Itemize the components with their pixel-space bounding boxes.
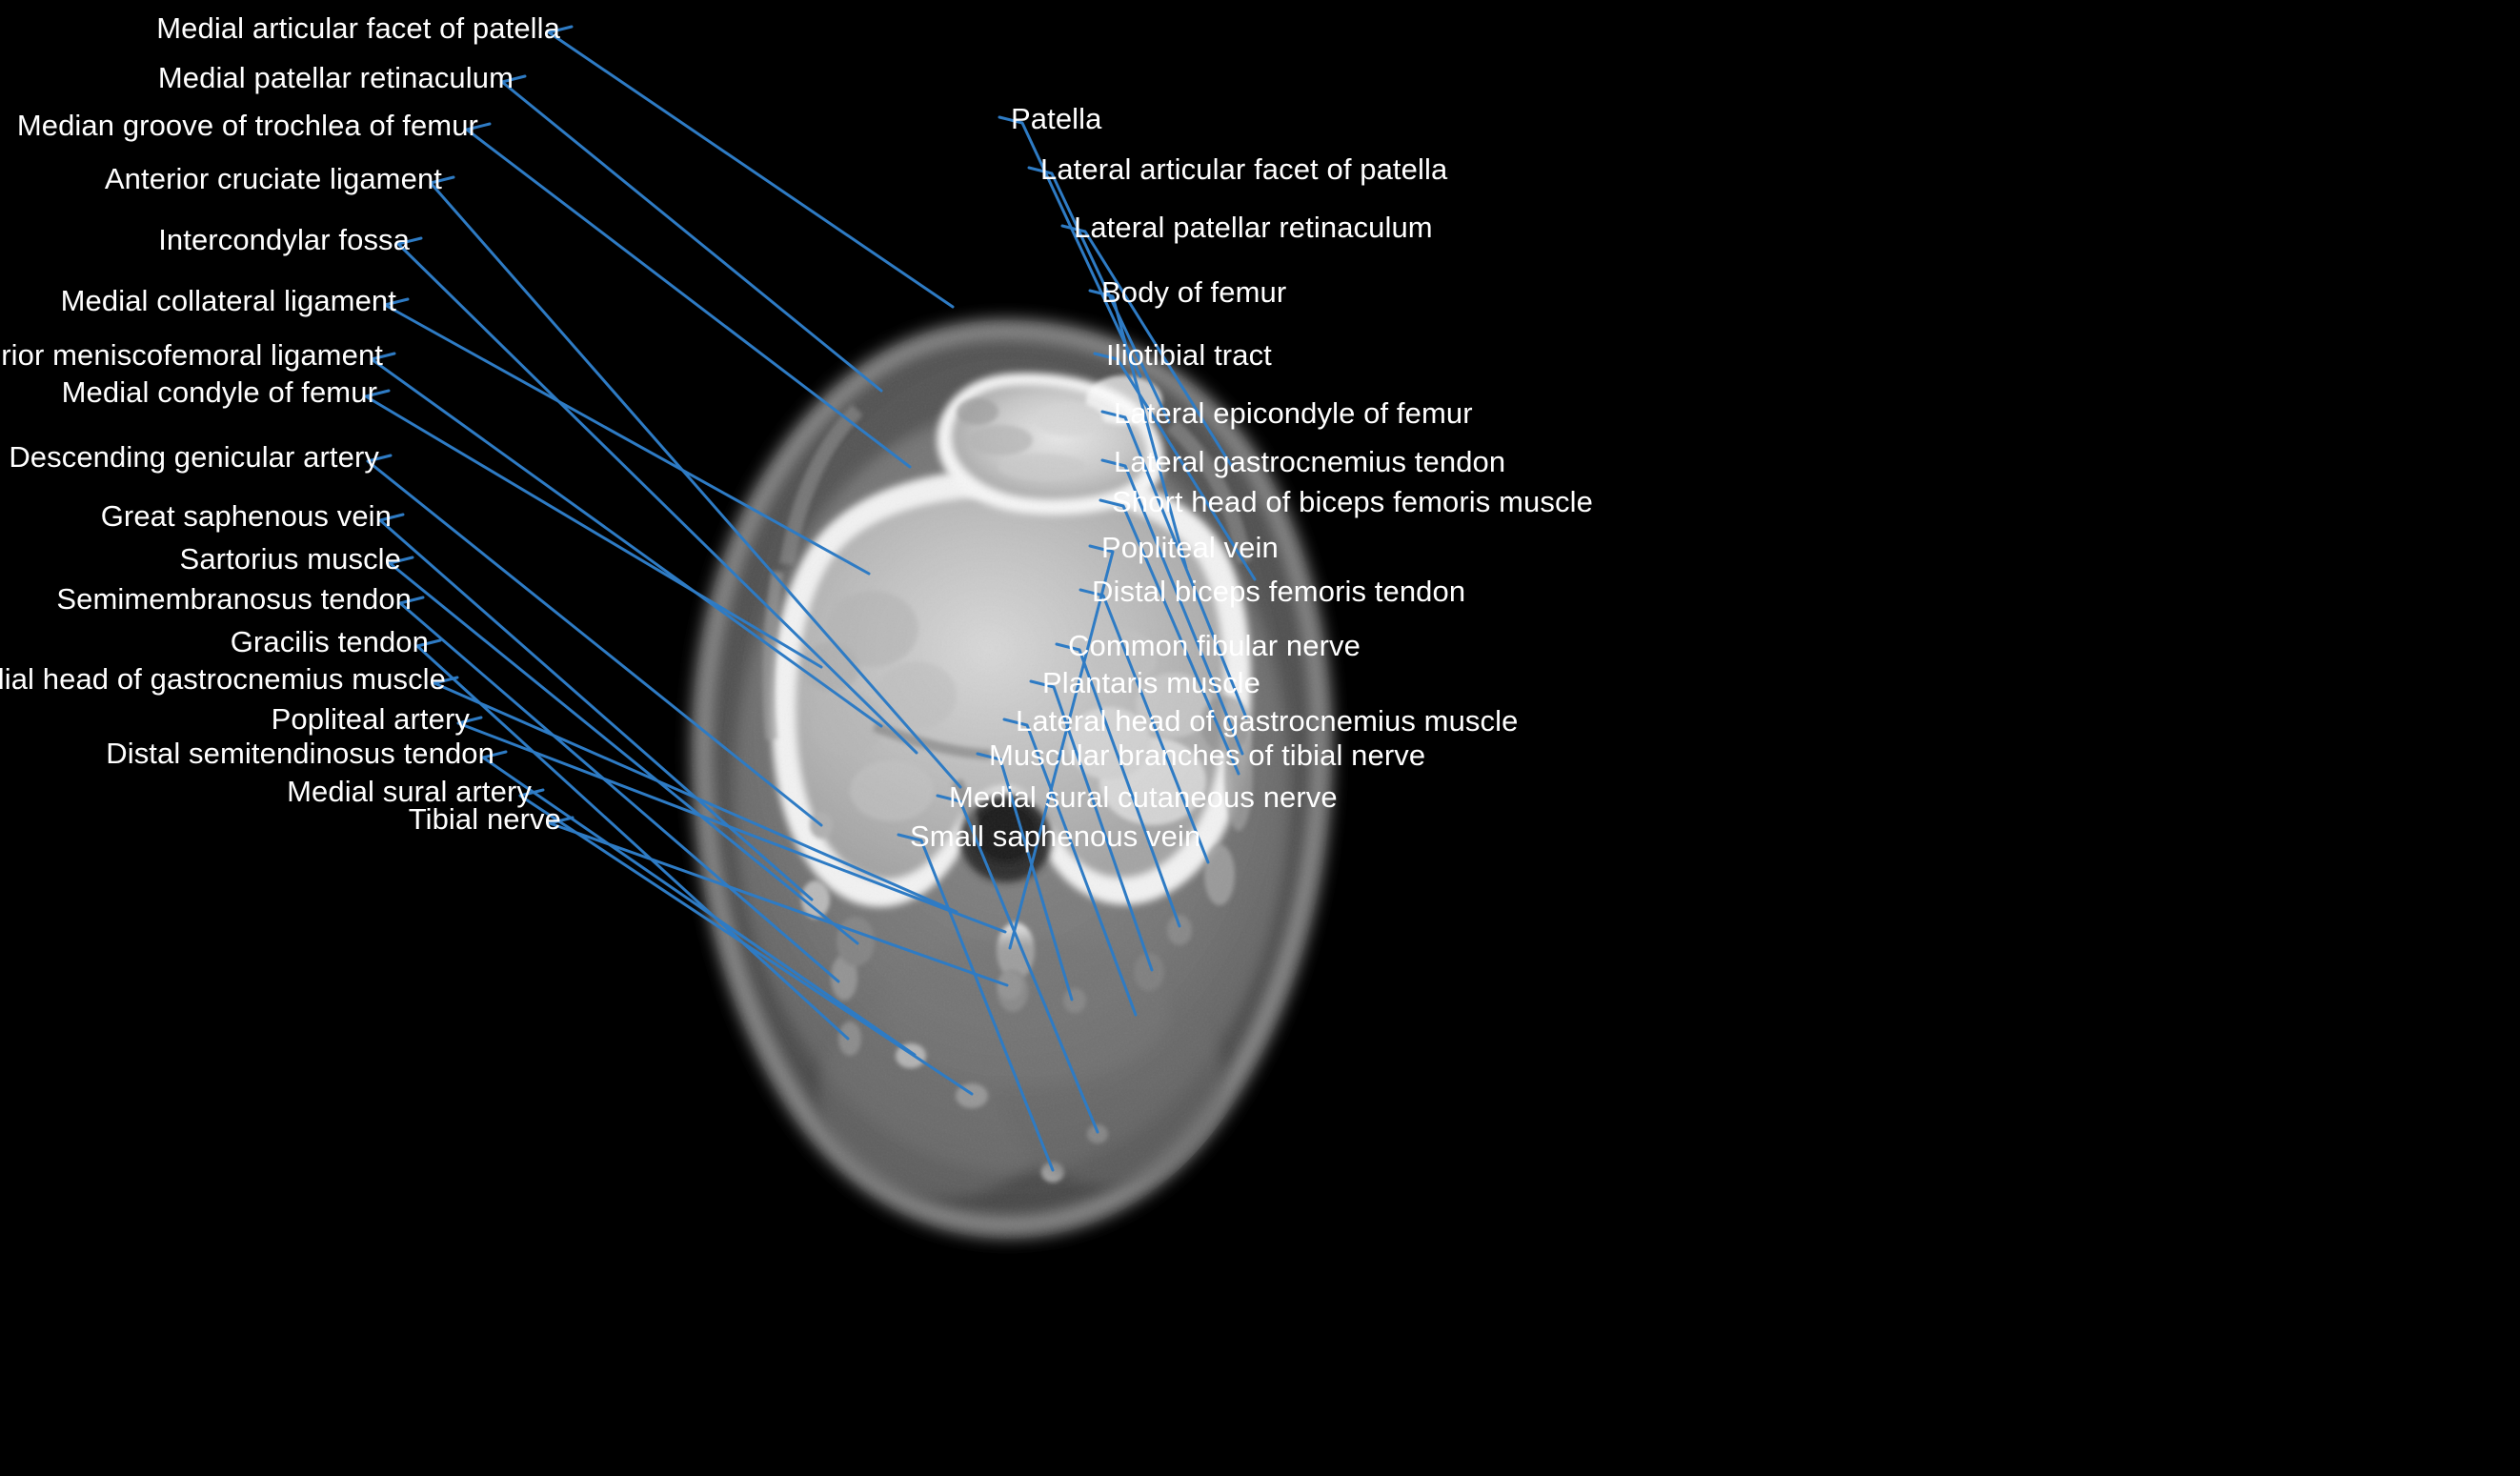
anatomy-label: Medial articular facet of patella	[156, 11, 560, 45]
anatomy-label: Distal semitendinosus tendon	[106, 737, 494, 770]
anatomy-label: Medial sural cutaneous nerve	[949, 780, 1338, 814]
anatomy-label: Body of femur	[1101, 275, 1287, 309]
anatomy-label: Semimembranosus tendon	[56, 582, 412, 616]
anatomy-label: Lateral articular facet of patella	[1040, 152, 1448, 186]
anatomy-label: Medial sural artery	[287, 775, 532, 808]
anatomy-label: Patella	[1011, 102, 1102, 135]
anatomy-label: Medial patellar retinaculum	[157, 61, 514, 94]
anatomy-label: Lateral head of gastrocnemius muscle	[1016, 704, 1519, 738]
anatomy-label: Descending genicular artery	[9, 440, 379, 474]
anatomy-label: Iliotibial tract	[1106, 338, 1272, 372]
anatomy-label: Medial condyle of femur	[61, 375, 377, 409]
anatomy-label: Muscular branches of tibial nerve	[989, 738, 1426, 772]
anatomy-label: Plantaris muscle	[1042, 666, 1261, 699]
anatomy-label: Anterior cruciate ligament	[104, 162, 442, 195]
anatomy-label: Popliteal artery	[271, 702, 470, 736]
anatomy-label: Medial head of gastrocnemius muscle	[0, 662, 446, 696]
anatomy-label: Lateral patellar retinaculum	[1074, 211, 1433, 244]
anatomy-label: Small saphenous vein	[910, 819, 1201, 853]
anatomy-label: Posterior meniscofemoral ligament	[0, 338, 383, 372]
anatomy-label: Popliteal vein	[1101, 531, 1279, 564]
anatomy-label: Median groove of trochlea of femur	[16, 109, 478, 142]
anatomy-label: Intercondylar fossa	[158, 223, 410, 256]
anatomy-label: Gracilis tendon	[230, 625, 429, 658]
anatomy-label: Distal biceps femoris tendon	[1092, 575, 1466, 608]
anatomy-label: Common fibular nerve	[1068, 629, 1361, 662]
anatomy-label: Lateral gastrocnemius tendon	[1114, 445, 1506, 478]
anatomy-label: Short head of biceps femoris muscle	[1112, 485, 1593, 518]
anatomy-label: Great saphenous vein	[100, 499, 392, 533]
anatomy-label: Medial collateral ligament	[60, 284, 396, 317]
anatomy-label: Sartorius muscle	[179, 542, 401, 576]
anatomy-label: Lateral epicondyle of femur	[1114, 396, 1473, 430]
anatomy-label: Tibial nerve	[408, 802, 561, 836]
